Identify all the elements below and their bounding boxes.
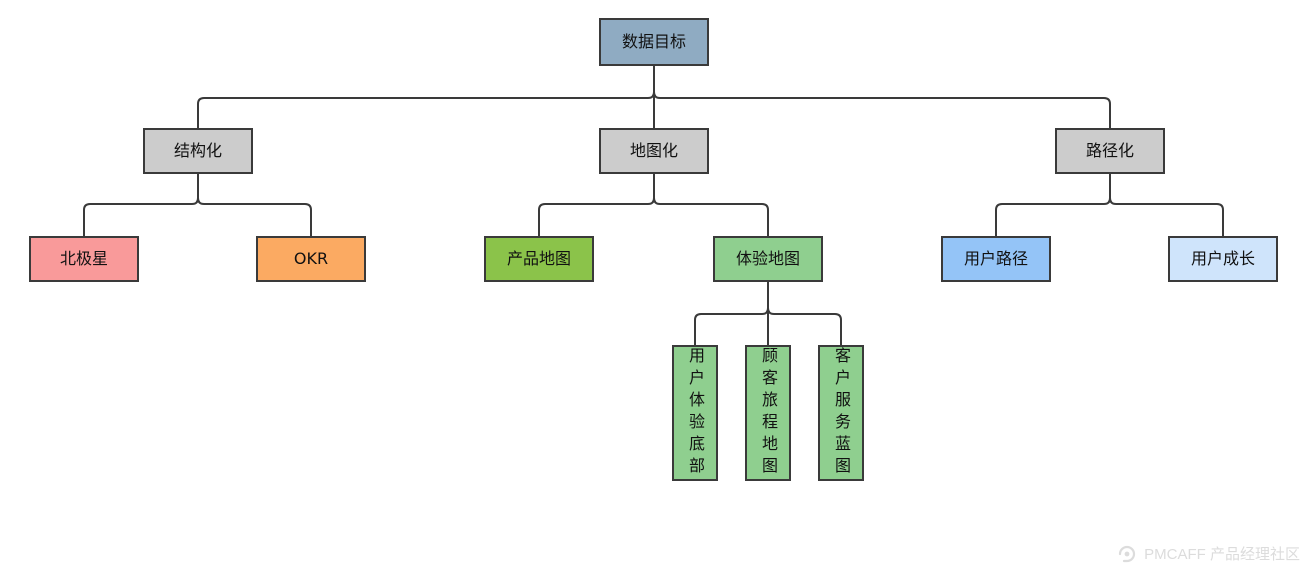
connector-pathed-user-path [995,174,1111,236]
watermark-text: PMCAFF 产品经理社区 [1144,546,1300,563]
connector-root-structured [197,66,655,128]
node-ux-baseline: 用户体验底部 [672,345,718,481]
connector-experience-service-blueprint [767,307,842,345]
node-label: 用户体验底部 [686,347,705,479]
node-label: OKR [293,249,329,268]
node-north-star: 北极星 [29,236,139,282]
node-user-growth: 用户成长 [1168,236,1278,282]
node-pathed: 路径化 [1055,128,1165,174]
node-label: 顾客旅程地图 [759,347,778,479]
pmcaff-logo-icon [1119,545,1136,562]
node-mapped: 地图化 [599,128,709,174]
connector-pathed-user-growth [1109,197,1224,236]
watermark: PMCAFF 产品经理社区 [1116,543,1300,564]
connector-experience-ux-baseline [694,282,769,345]
node-label: 用户成长 [1190,249,1255,268]
connector-structured-north-star [83,174,199,236]
node-label: 地图化 [629,141,678,160]
node-label: 北极星 [59,249,108,268]
node-data-goal: 数据目标 [599,18,709,66]
node-okr: OKR [256,236,366,282]
node-label: 客户服务蓝图 [832,347,851,479]
node-label: 产品地图 [506,249,571,268]
node-user-path: 用户路径 [941,236,1051,282]
node-label: 体验地图 [735,249,800,268]
node-label: 路径化 [1085,141,1134,160]
node-structured: 结构化 [143,128,253,174]
node-label: 用户路径 [963,249,1028,268]
node-customer-journey: 顾客旅程地图 [745,345,791,481]
node-experience-map: 体验地图 [713,236,823,282]
connector-mapped-product-map [538,174,655,236]
node-product-map: 产品地图 [484,236,594,282]
node-label: 结构化 [173,141,222,160]
node-label: 数据目标 [621,32,686,51]
connector-mapped-experience-map [653,197,769,236]
connector-structured-okr [197,197,312,236]
connector-root-pathed [653,91,1111,128]
node-service-blueprint: 客户服务蓝图 [818,345,864,481]
